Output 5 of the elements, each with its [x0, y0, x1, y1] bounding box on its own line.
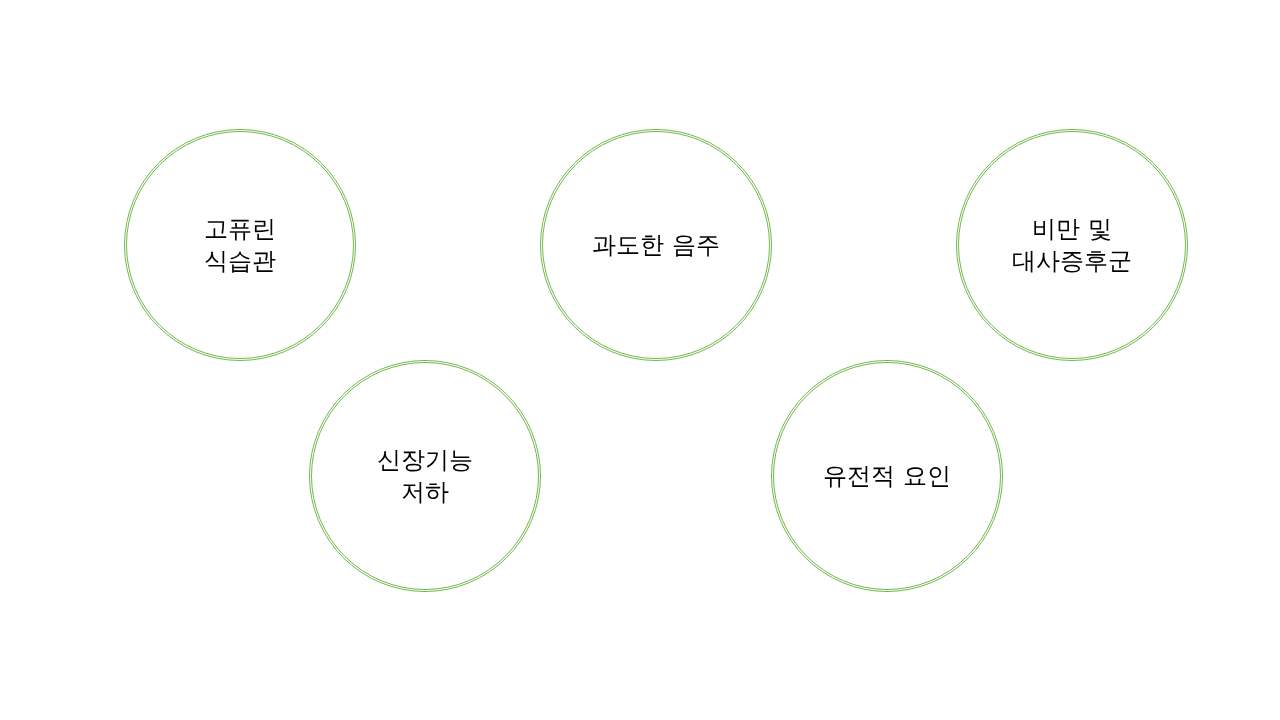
node-label: 과도한 음주 [592, 230, 720, 261]
node-label: 비만 및 대사증후군 [1011, 214, 1133, 277]
node-label: 유전적 요인 [823, 461, 951, 492]
node-label: 신장기능 저하 [376, 445, 474, 508]
node-label: 고퓨린 식습관 [203, 214, 277, 277]
